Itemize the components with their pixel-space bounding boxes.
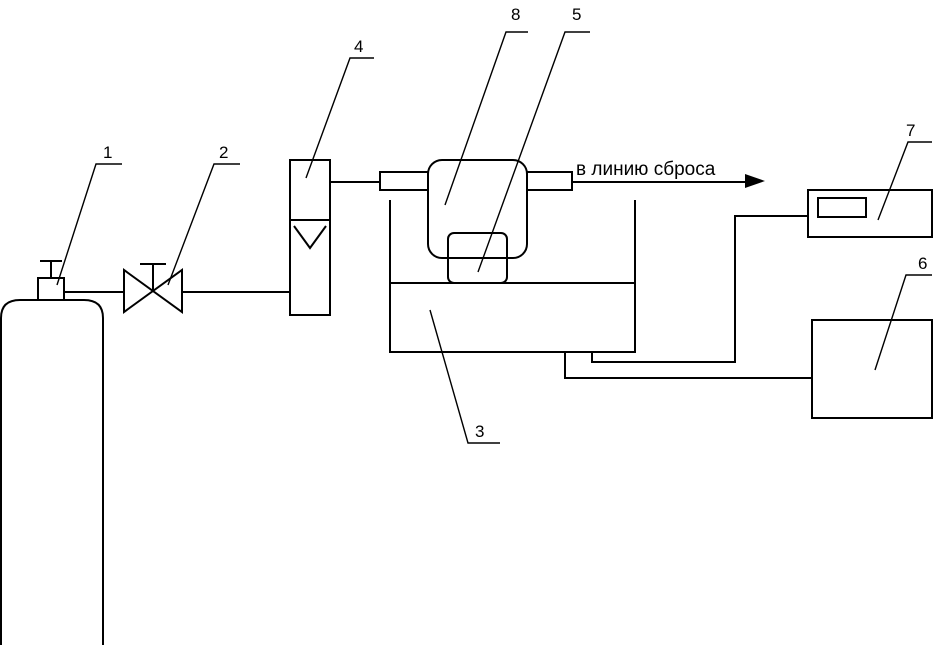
outlet-caption: в линию сброса — [576, 159, 716, 180]
chamber — [379, 159, 765, 284]
bath — [389, 200, 812, 379]
outlet-arrow — [745, 174, 765, 188]
label-6: 6 — [918, 254, 927, 273]
rotameter — [289, 159, 380, 316]
meter-unit — [811, 319, 933, 419]
label-2: 2 — [219, 143, 228, 162]
label-1: 1 — [103, 143, 112, 162]
label-4: 4 — [354, 37, 363, 56]
valve — [123, 263, 290, 314]
label-3: 3 — [475, 422, 484, 441]
display-unit — [807, 189, 933, 238]
label-5: 5 — [572, 5, 581, 24]
gas-cylinder — [0, 260, 124, 645]
label-7: 7 — [906, 121, 915, 140]
leader-lines — [56, 31, 932, 444]
label-8: 8 — [511, 5, 520, 24]
